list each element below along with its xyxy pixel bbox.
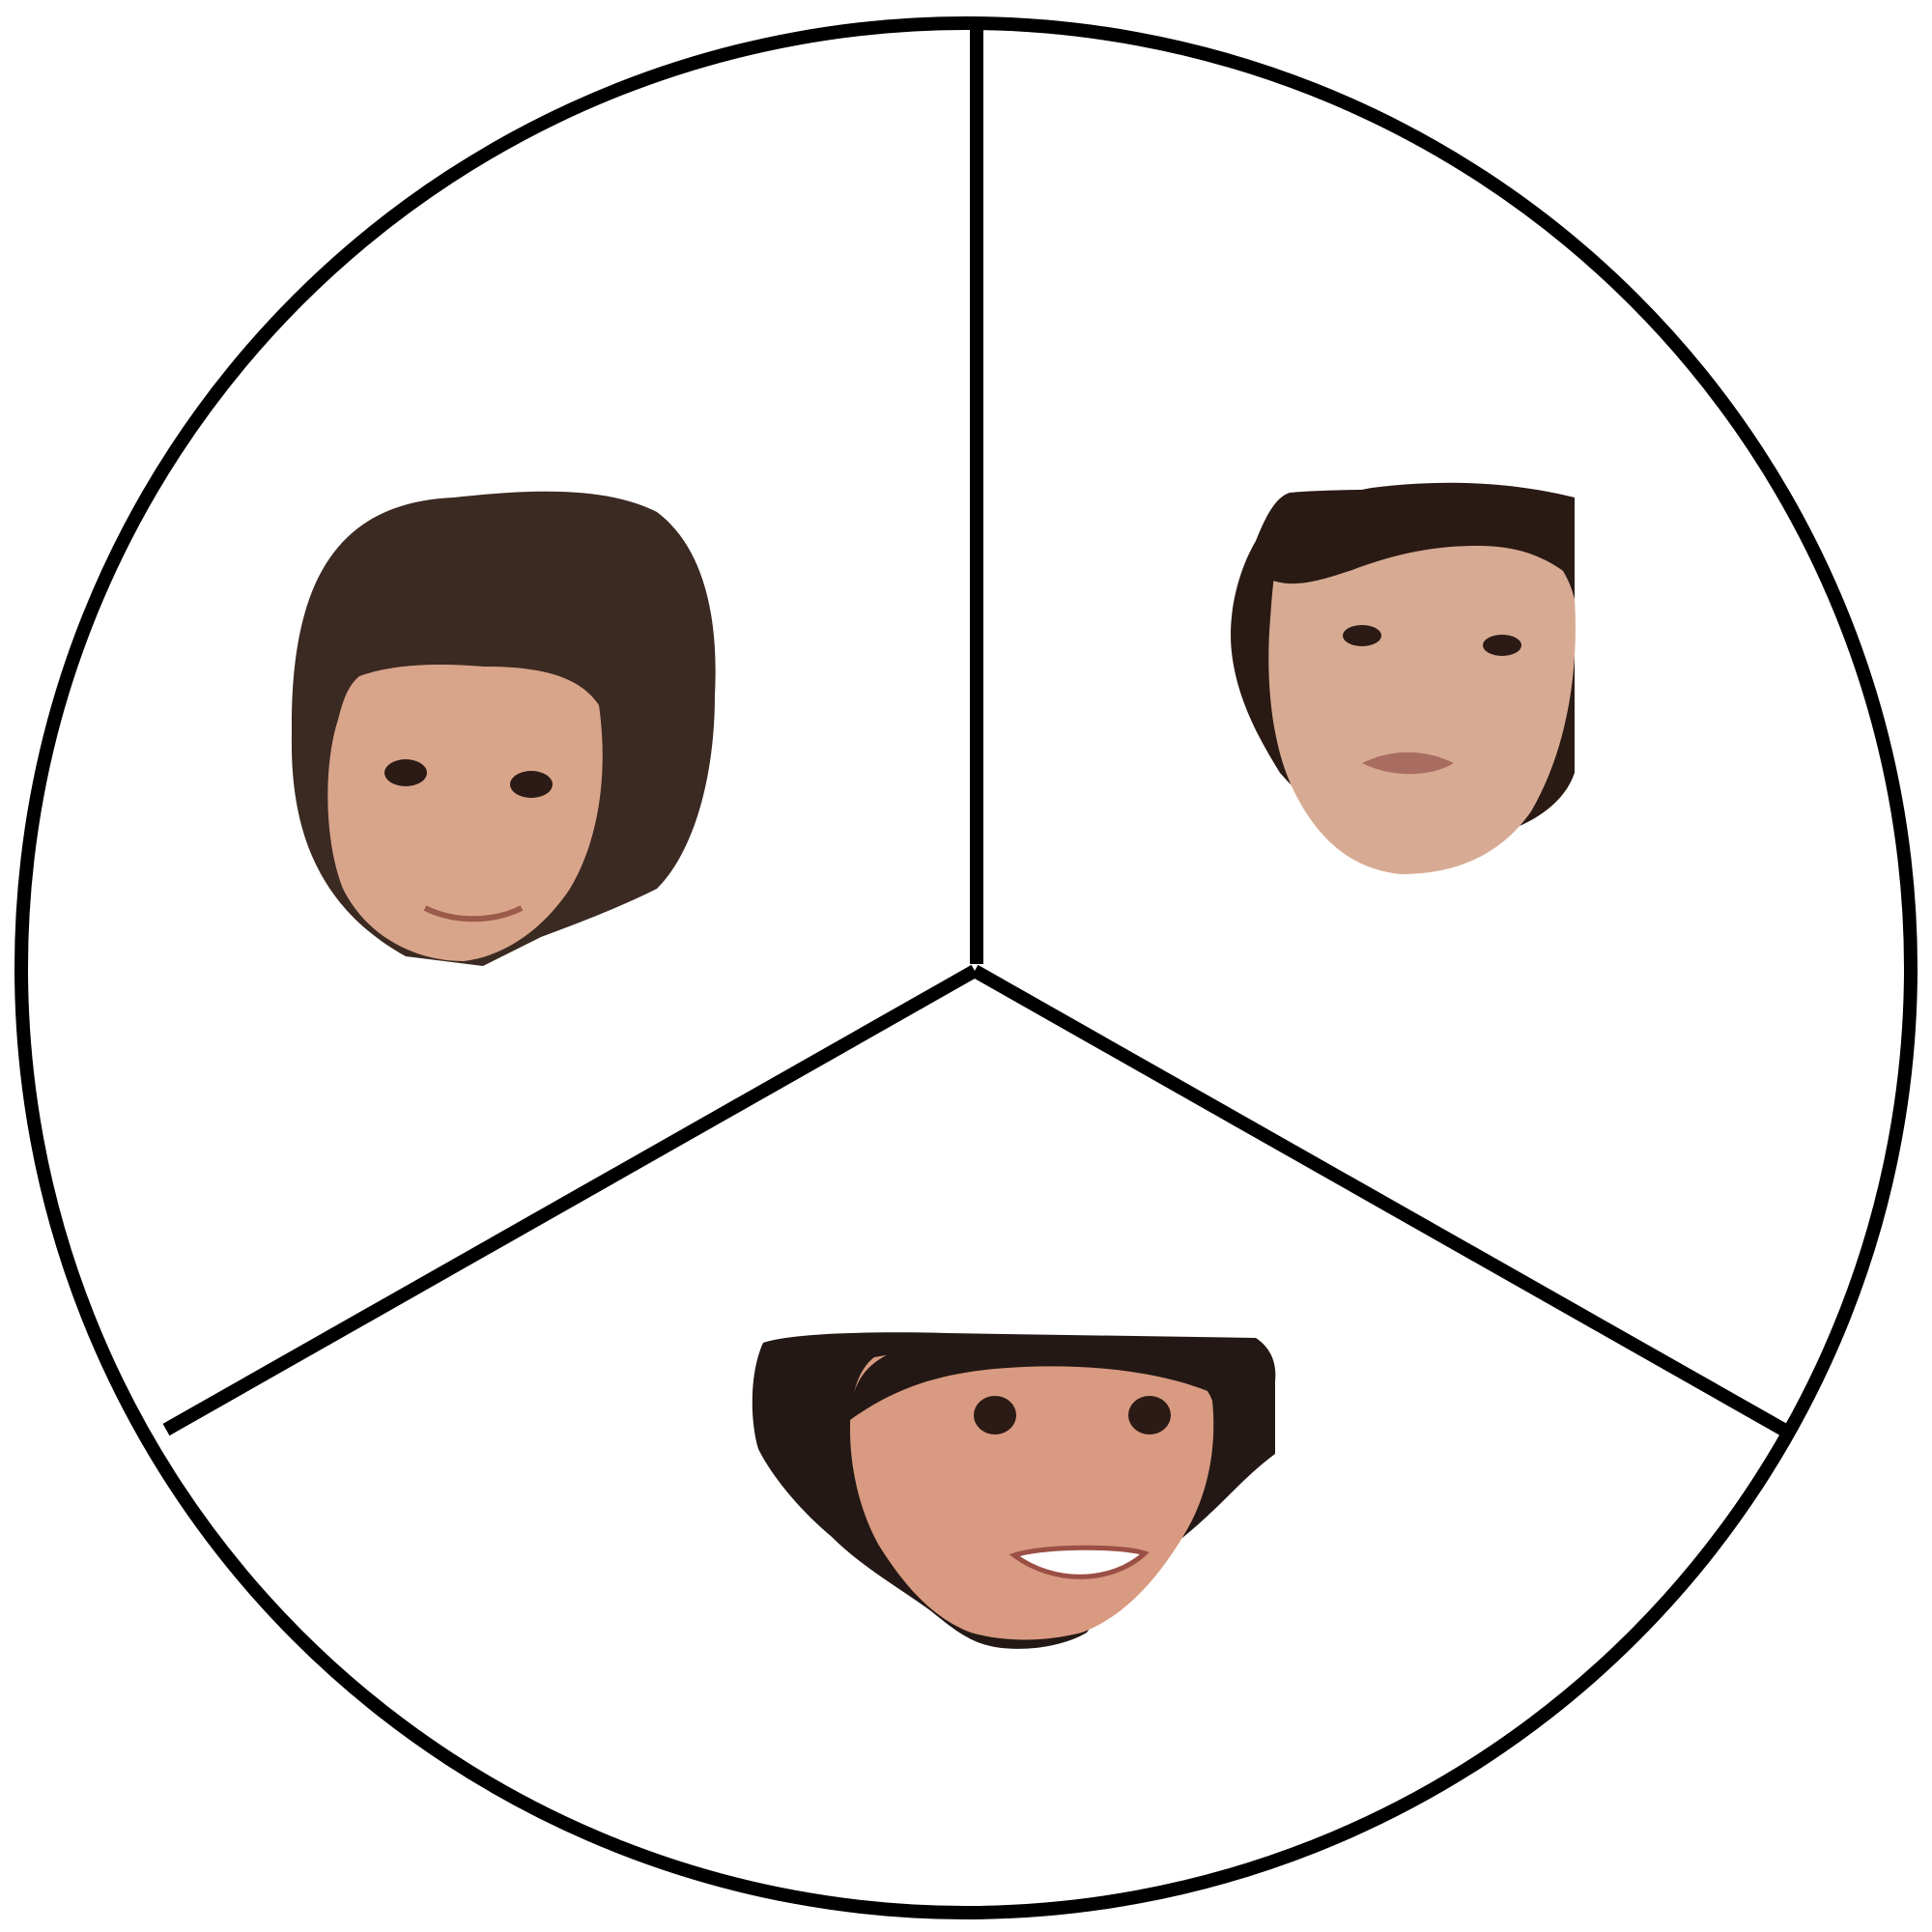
child-face-photo-upper-left [291,491,716,966]
section-divider-left [162,964,979,1436]
child-face-photo-upper-right [1231,482,1576,874]
section-divider-right [971,964,1791,1438]
child-face-photo-bottom [752,1332,1276,1649]
